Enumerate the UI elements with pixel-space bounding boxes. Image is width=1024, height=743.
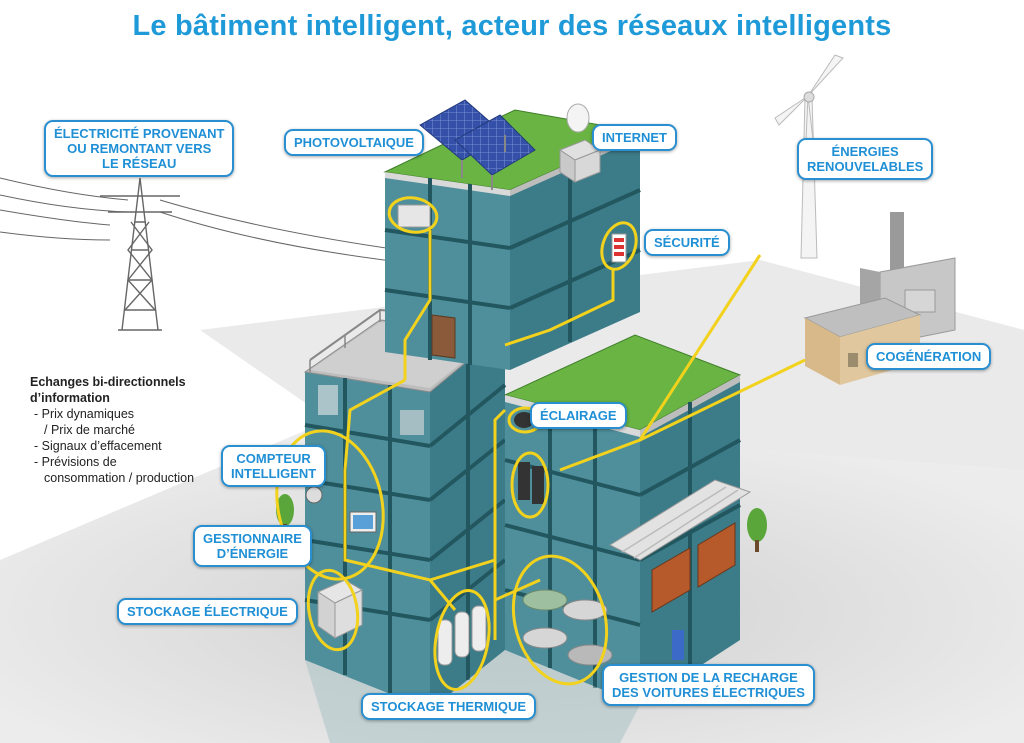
information-exchange-note: Echanges bi-directionnels d’information … <box>30 374 230 486</box>
info-item: - Signaux d’effacement <box>34 439 162 453</box>
computer-icon <box>349 511 377 533</box>
callout-lighting: ÉCLAIRAGE <box>530 402 627 429</box>
page-title: Le bâtiment intelligent, acteur des rése… <box>132 10 892 42</box>
info-item: consommation / production <box>44 471 195 485</box>
callout-ev-charging-line-2: DES VOITURES ÉLECTRIQUES <box>612 685 805 700</box>
info-item: - Prévisions de <box>34 455 117 469</box>
callout-thermal-storage: STOCKAGE THERMIQUE <box>361 693 537 720</box>
callout-grid: ÉLECTRICITÉ PROVENANT OU REMONTANT VERS … <box>44 120 235 177</box>
callout-photovoltaic: PHOTOVOLTAIQUE <box>284 129 424 156</box>
callout-energy-manager: GESTIONNAIRE D’ÉNERGIE <box>193 525 312 567</box>
power-lines <box>0 177 401 263</box>
callout-renewables-line-2: RENOUVELABLES <box>807 159 924 174</box>
callout-smart-meter-line-1: COMPTEUR <box>236 451 311 466</box>
smart-meter-icon <box>305 486 323 504</box>
callout-cogeneration: COGÉNÉRATION <box>866 343 992 370</box>
callout-energy-manager-line-1: GESTIONNAIRE <box>203 531 302 546</box>
callout-ev-charging-line-1: GESTION DE LA RECHARGE <box>619 670 798 685</box>
right-block <box>503 334 752 705</box>
callout-grid-line-2: OU REMONTANT VERS <box>67 141 212 156</box>
highlight-rings <box>275 196 638 691</box>
pylon-icon <box>100 177 180 331</box>
solar-panels-icon <box>419 99 536 190</box>
info-heading-line-2: d’information <box>30 391 110 405</box>
callout-renewables-line-1: ÉNERGIES <box>831 144 899 159</box>
info-list: - Prix dynamiques / Prix de marché - Sig… <box>30 406 230 486</box>
info-item: - Prix dynamiques <box>34 407 135 421</box>
callout-renewables: ÉNERGIES RENOUVELABLES <box>797 138 934 180</box>
internet-equipment-icon <box>558 103 602 183</box>
network-lines <box>343 230 806 640</box>
callout-internet: INTERNET <box>592 124 677 151</box>
callout-grid-line-3: LE RÉSEAU <box>102 156 177 171</box>
callout-smart-meter: COMPTEUR INTELLIGENT <box>221 445 327 487</box>
info-heading-line-1: Echanges bi-directionnels <box>30 375 186 389</box>
info-item: / Prix de marché <box>44 423 136 437</box>
callout-energy-manager-line-2: D’ÉNERGIE <box>216 546 289 561</box>
callout-electric-storage: STOCKAGE ÉLECTRIQUE <box>117 598 298 625</box>
thermal-tanks-icon <box>437 605 487 666</box>
callout-grid-line-1: ÉLECTRICITÉ PROVENANT <box>54 126 225 141</box>
callout-security: SÉCURITÉ <box>644 229 730 256</box>
electric-cars-icon <box>522 589 684 666</box>
callout-smart-meter-line-2: INTELLIGENT <box>231 466 317 481</box>
callout-ev-charging: GESTION DE LA RECHARGE DES VOITURES ÉLEC… <box>602 664 815 706</box>
